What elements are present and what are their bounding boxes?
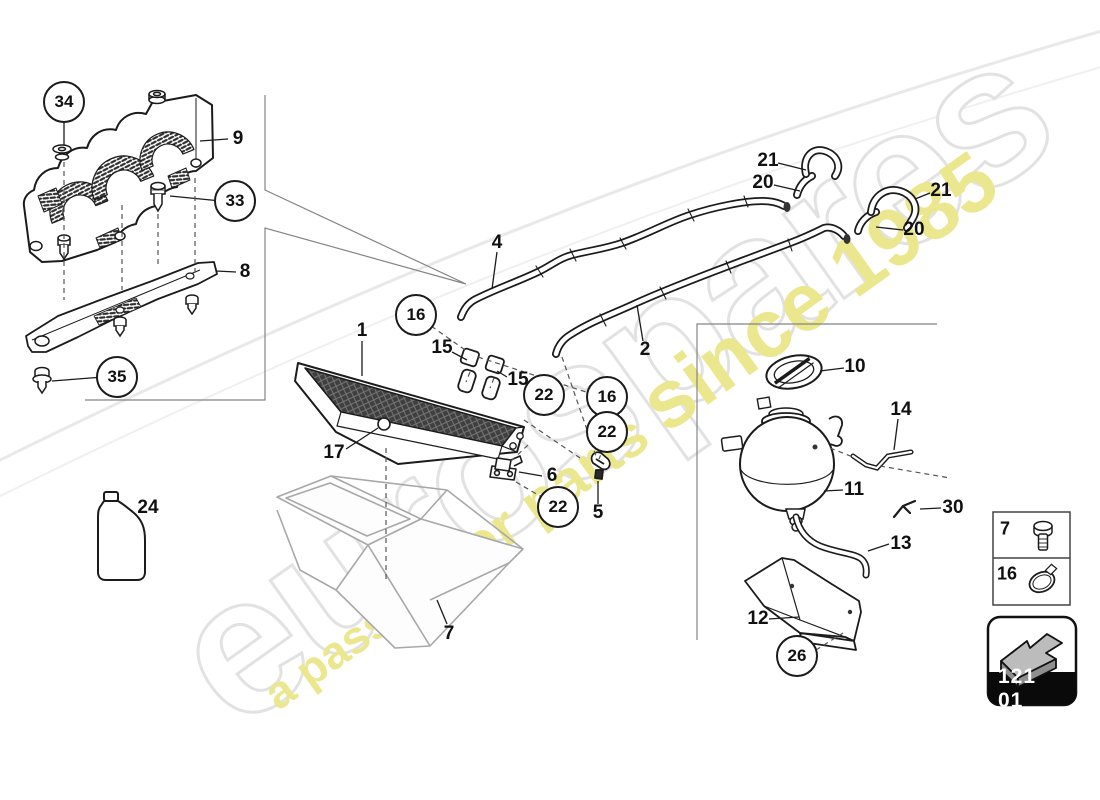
part-label-15b: 15 — [507, 369, 529, 390]
fasteners-top-left — [32, 89, 199, 395]
legend-box — [992, 511, 1071, 606]
part-label-21a: 21 — [757, 150, 779, 171]
expansion-tank-11-drawing — [720, 396, 843, 532]
callout-circle-16a: 16 — [395, 294, 437, 336]
callout-circle-22c: 22 — [537, 486, 579, 528]
leader-lines — [51, 116, 942, 625]
tank-cap-10-drawing — [765, 354, 823, 390]
part-label-4: 4 — [491, 232, 503, 253]
part-label-21b: 21 — [930, 180, 952, 201]
callout-circle-22b: 22 — [586, 411, 628, 453]
part-label-5: 5 — [592, 502, 604, 523]
part-label-9: 9 — [232, 128, 244, 149]
clip-5-drawing — [590, 451, 611, 480]
bracket-6-drawing — [489, 455, 523, 481]
hose-13-drawing — [792, 513, 870, 579]
part-group-code: 121 01 — [998, 665, 1037, 712]
bolt-icon — [1033, 520, 1053, 551]
callout-circle-34: 34 — [43, 81, 85, 123]
part-label-10: 10 — [844, 356, 866, 377]
part-label-7-duct: 7 — [443, 623, 455, 644]
callout-circle-22a: 22 — [523, 374, 565, 416]
air-duct-7-drawing — [276, 475, 524, 649]
part-label-15a: 15 — [431, 337, 453, 358]
part-label-17: 17 — [323, 442, 345, 463]
hose-pieces-20-21-drawing — [793, 146, 920, 235]
part-label-20a: 20 — [752, 172, 774, 193]
group-border-lines — [85, 95, 937, 640]
part-label-24: 24 — [137, 497, 159, 518]
part-label-2: 2 — [639, 339, 651, 360]
callout-circle-33: 33 — [214, 180, 256, 222]
part-label-1: 1 — [356, 320, 368, 341]
callout-circle-35: 35 — [96, 356, 138, 398]
hose-4-drawing — [457, 195, 791, 321]
part-label-20b: 20 — [903, 219, 925, 240]
part-label-6: 6 — [546, 465, 558, 486]
clip-30-drawing — [892, 499, 917, 519]
part-label-8: 8 — [239, 261, 251, 282]
bracket-8-drawing — [25, 261, 218, 353]
part-label-13: 13 — [890, 533, 912, 554]
radiator-1-drawing — [294, 347, 525, 465]
pipe-14-drawing — [850, 449, 914, 471]
arrow-icon — [1000, 633, 1063, 688]
part-code-box — [986, 615, 1078, 707]
part-label-30: 30 — [942, 497, 964, 518]
cam-cover-9-drawing — [22, 94, 214, 263]
part-label-14: 14 — [890, 399, 912, 420]
part-label-11: 11 — [843, 479, 865, 500]
hose-2-drawing — [552, 223, 851, 358]
hose-clamp-icon — [1028, 563, 1058, 594]
legend-number-7: 7 — [999, 518, 1011, 539]
part-label-12: 12 — [747, 608, 769, 629]
callout-circle-26: 26 — [776, 635, 818, 677]
bracket-12-drawing — [744, 557, 862, 651]
legend-number-16: 16 — [996, 563, 1018, 584]
coolant-bottle-24-drawing — [97, 491, 146, 581]
